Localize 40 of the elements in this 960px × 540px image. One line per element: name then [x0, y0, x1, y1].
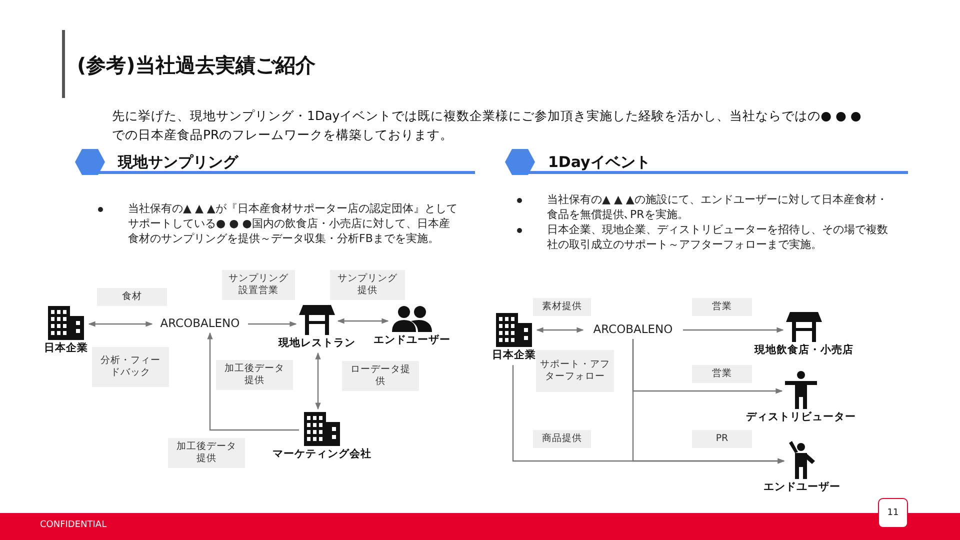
label-box: 営業 [692, 365, 752, 383]
arrow [337, 318, 389, 324]
label-box: 加工後データ提供 [216, 360, 293, 390]
footer-text: CONFIDENTIAL [40, 520, 107, 530]
label-box: 食材 [97, 288, 167, 306]
bullet-text: 日本企業、現地企業、ディストリビューターを招待し、その場で複数社の取引成立のサポート～アフターフォローまで実施。 [547, 223, 889, 253]
label-box: 素材提供 [533, 298, 591, 316]
node-label: エンドユーザー [374, 334, 450, 348]
label-box: PR [692, 430, 752, 448]
label-box: 商品提供 [533, 430, 591, 448]
arrow [683, 327, 784, 333]
node-label: 現地飲食店・小売店 [754, 344, 854, 358]
slide-title: (参考)当社過去実績ご紹介 [77, 52, 316, 79]
node-label: 日本企業 [44, 342, 88, 356]
node-text: ARCOBALENO [586, 322, 680, 336]
intro-paragraph: 先に挙げた、現地サンプリング・1Dayイベントでは既に複数企業様にご参加頂き実施した経験を活かし、当社ならではの● ● ●での日本産食品PRのフレームワークを構築しております。 [112, 107, 862, 144]
arrow [248, 321, 297, 327]
arrow [536, 327, 584, 333]
node-label: エンドユーザー [764, 481, 840, 494]
arrow [207, 332, 299, 431]
label-box: サンプリング設置営業 [222, 270, 295, 300]
label-box: サポート・アフターフォロー [536, 350, 614, 392]
section-heading: 現地サンプリング [118, 153, 238, 172]
label-box: サンプリング提供 [330, 270, 405, 300]
section-heading: 1Dayイベント [548, 153, 650, 172]
node-label: 現地レストラン [278, 337, 356, 350]
node-label: マーケティング会社 [272, 448, 372, 462]
arrow [512, 365, 785, 464]
label-box: 加工後データ提供 [168, 438, 245, 468]
label-box: 営業 [692, 298, 752, 316]
bullet-text: 当社保有の▲ ▲ ▲の施設にて、エンドユーザーに対して日本産食材・食品を無償提供､PRを実施。 [547, 193, 888, 223]
label-box: ローデータ提供 [342, 361, 419, 391]
node-label: 日本企業 [492, 349, 536, 362]
arrow [315, 352, 321, 410]
page-number: 11 [878, 498, 908, 528]
node-label: ディストリビューター [746, 411, 856, 424]
bullet-text: 当社保有の▲ ▲ ▲が『日本産食材サポーター店の認定団体』としてサポートしている● ● ●国内の飲食店・小売店に対して、日本産食材のサンプリングを提供～データ収集・分析FBまでを実施。 [128, 202, 458, 247]
label-box: 分析・フィードバック [92, 347, 169, 387]
node-text: ARCOBALENO [155, 316, 245, 330]
arrow [88, 321, 153, 327]
